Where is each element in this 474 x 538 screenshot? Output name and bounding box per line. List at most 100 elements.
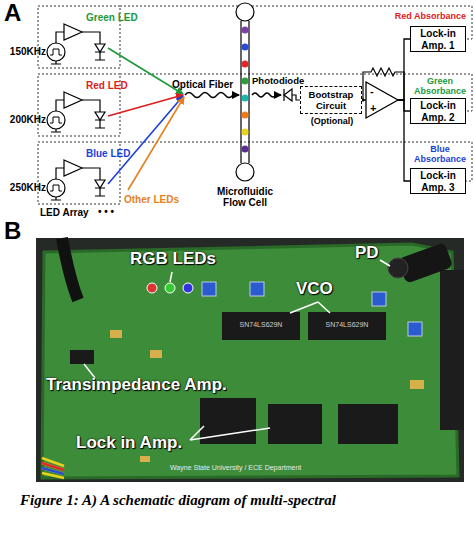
- signal-wire: [398, 100, 410, 111]
- panel-letter: A: [4, 0, 34, 26]
- capacitor: [140, 456, 150, 462]
- flow-channel: [241, 21, 249, 163]
- led-label: Red LED: [86, 80, 156, 91]
- droplet: [242, 61, 249, 68]
- pin-sign: +: [370, 102, 376, 114]
- light-ray: [108, 96, 183, 184]
- sensor-label: Photodiode: [252, 76, 308, 86]
- output-label: Red Absorbance: [390, 12, 466, 22]
- wire: [56, 32, 64, 43]
- channel-port: [236, 3, 254, 21]
- photo-callout: Lock in Amp.: [76, 434, 226, 453]
- droplet: [242, 129, 249, 136]
- trim-pot: [202, 282, 216, 296]
- driver-amp: [64, 160, 82, 176]
- capacitor: [110, 330, 122, 338]
- ground-symbol: [95, 188, 105, 196]
- photo-callout: RGB LEDs: [130, 250, 250, 269]
- fiber-label: Optical Fiber: [172, 79, 242, 90]
- box-label: Lock-in Amp. 3: [411, 169, 465, 193]
- supply-wires: [42, 458, 64, 478]
- led-part: [165, 283, 175, 293]
- panel-letter: B: [4, 218, 34, 244]
- ic-chip: [268, 404, 322, 444]
- output-label: Blue Absorbance: [412, 145, 468, 165]
- transmitted-light: [252, 93, 281, 97]
- wire: [56, 100, 64, 111]
- supply-wires: [42, 468, 64, 474]
- lock-in-box: Lock-in Amp. 2: [410, 98, 466, 124]
- droplet: [242, 112, 249, 119]
- ic-chip: [70, 350, 94, 364]
- trim-pot: [250, 282, 264, 296]
- output-label: Green Absorbance: [412, 77, 468, 97]
- cable: [62, 238, 78, 300]
- droplet: [242, 27, 249, 34]
- photo-callout: PD: [355, 244, 395, 263]
- led-symbol: [95, 44, 105, 52]
- photo-background: [36, 238, 464, 482]
- capacitor: [150, 350, 162, 358]
- photo-callout: Transimpedance Amp.: [46, 376, 286, 395]
- square-wave: [50, 117, 62, 123]
- lock-in-box: Lock-in Amp. 1: [410, 26, 466, 52]
- ic-chip: [308, 312, 386, 340]
- droplet: [242, 95, 249, 102]
- wire: [56, 168, 64, 179]
- driver-amp: [64, 24, 82, 40]
- frequency-label: 250KHz: [0, 182, 46, 193]
- wire: [284, 89, 300, 101]
- led-label: Other LEDs: [124, 194, 194, 205]
- channel-port: [236, 163, 254, 181]
- ground-symbol: [95, 120, 105, 128]
- led-symbol: [95, 112, 105, 120]
- array-label: LED Array: [40, 207, 100, 218]
- photodiode-part: [388, 258, 408, 278]
- box-note: (Optional): [295, 116, 369, 127]
- flow-cell-label: Microfluidic Flow Cell: [205, 186, 285, 208]
- led-label: Blue LED: [86, 148, 156, 159]
- trim-pot: [372, 292, 386, 306]
- square-wave: [50, 49, 62, 55]
- wire: [82, 100, 100, 112]
- ground-symbol: [51, 61, 61, 64]
- ic-chip: [222, 312, 300, 340]
- trim-pot: [408, 322, 422, 336]
- droplet: [242, 78, 249, 85]
- driver-amp: [64, 92, 82, 108]
- op-amp-outline: [366, 82, 398, 118]
- op-amp: -+: [366, 82, 398, 118]
- pcb-board: [42, 244, 458, 478]
- ground-symbol: [51, 129, 61, 132]
- figure-caption: Figure 1: A) A schematic diagram of mult…: [20, 491, 470, 509]
- light-ray: [108, 95, 183, 116]
- led-label: Green LED: [86, 12, 156, 23]
- frequency-label: 150KHz: [0, 46, 46, 57]
- wire: [82, 168, 100, 180]
- silkscreen-text: Wayne State University / ECE Department: [170, 464, 390, 472]
- signal-source: [47, 43, 65, 61]
- signal-source: [47, 179, 65, 197]
- capacitor: [410, 380, 424, 389]
- box-label: Bootstrap Circuit: [301, 87, 361, 111]
- led-part: [147, 283, 157, 293]
- droplet: [242, 44, 249, 51]
- square-wave: [50, 185, 62, 191]
- box-label: Lock-in Amp. 1: [411, 27, 465, 51]
- wire: [82, 32, 100, 44]
- pin-sign: -: [370, 85, 374, 97]
- ground-symbol: [95, 52, 105, 60]
- photodiode-symbol: [284, 89, 292, 101]
- signal-wire: [398, 100, 410, 181]
- ic-chip: [338, 404, 398, 444]
- light-ray: [128, 97, 184, 190]
- led-part: [183, 283, 193, 293]
- leader-line: [84, 260, 390, 440]
- clamp: [440, 270, 464, 430]
- chip-marking: SN74LS629N: [222, 321, 300, 329]
- chip-marking: SN74LS629N: [308, 321, 386, 329]
- circuit-box: Bootstrap Circuit(Optional): [300, 86, 362, 114]
- ellipsis: • • •: [98, 206, 128, 217]
- ground-symbol: [51, 197, 61, 200]
- optical-fiber: [185, 93, 239, 98]
